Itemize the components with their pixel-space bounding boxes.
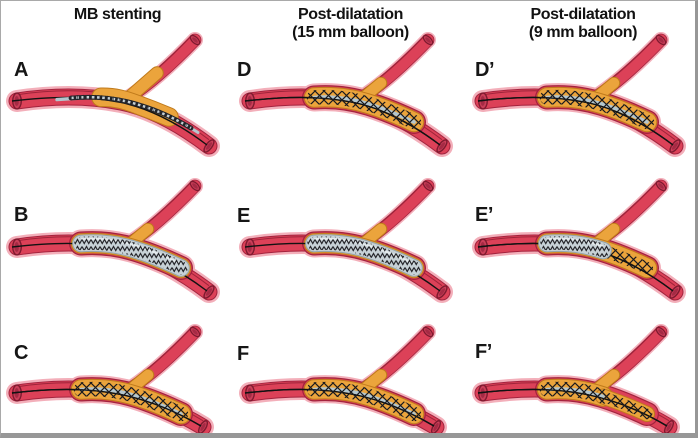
panel-f: F xyxy=(234,293,467,433)
panel-label-f-prime: F’ xyxy=(475,341,492,363)
panel-d: D xyxy=(234,1,467,157)
header-line-1: MB stenting xyxy=(73,6,162,23)
panel-label-a: A xyxy=(14,59,28,81)
column-header-postdil-15mm: Post-dilatation (15 mm balloon) xyxy=(234,6,467,42)
vessel-illustration-b xyxy=(6,178,220,303)
vessel-illustration-a xyxy=(6,32,220,157)
panel-label-e-prime: E’ xyxy=(475,204,493,226)
header-line-1: Post-dilatation xyxy=(530,6,636,23)
header-line-2: (9 mm balloon) xyxy=(528,24,638,41)
vessel-illustration-e xyxy=(239,178,453,303)
column-header-mb-stenting: MB stenting xyxy=(1,6,234,24)
panel-label-b: B xyxy=(14,204,28,226)
column-header-postdil-9mm: Post-dilatation (9 mm balloon) xyxy=(467,6,695,42)
panel-e: E xyxy=(234,147,467,303)
panel-label-e: E xyxy=(237,205,250,227)
vessel-illustration-d-prime xyxy=(472,32,686,157)
panel-a: A xyxy=(1,1,234,157)
vessel-illustration-f xyxy=(239,324,447,433)
panel-b: B xyxy=(1,147,234,303)
panel-d-prime: D’ xyxy=(467,1,695,157)
panel-c: C xyxy=(1,293,234,433)
vessel-illustration-c xyxy=(6,324,214,433)
vessel-illustration-e-prime xyxy=(472,178,686,303)
panel-e-prime: E’ xyxy=(467,147,695,303)
panel-label-d: D xyxy=(237,59,251,81)
header-line-2: (15 mm balloon) xyxy=(292,24,409,41)
panel-label-f: F xyxy=(237,343,249,365)
panel-label-c: C xyxy=(14,342,28,364)
panel-label-d-prime: D’ xyxy=(475,59,495,81)
vessel-illustration-f-prime xyxy=(472,324,680,433)
vessel-illustration-d xyxy=(239,32,453,157)
header-line-1: Post-dilatation xyxy=(297,6,404,23)
panel-f-prime: F’ xyxy=(467,293,695,433)
